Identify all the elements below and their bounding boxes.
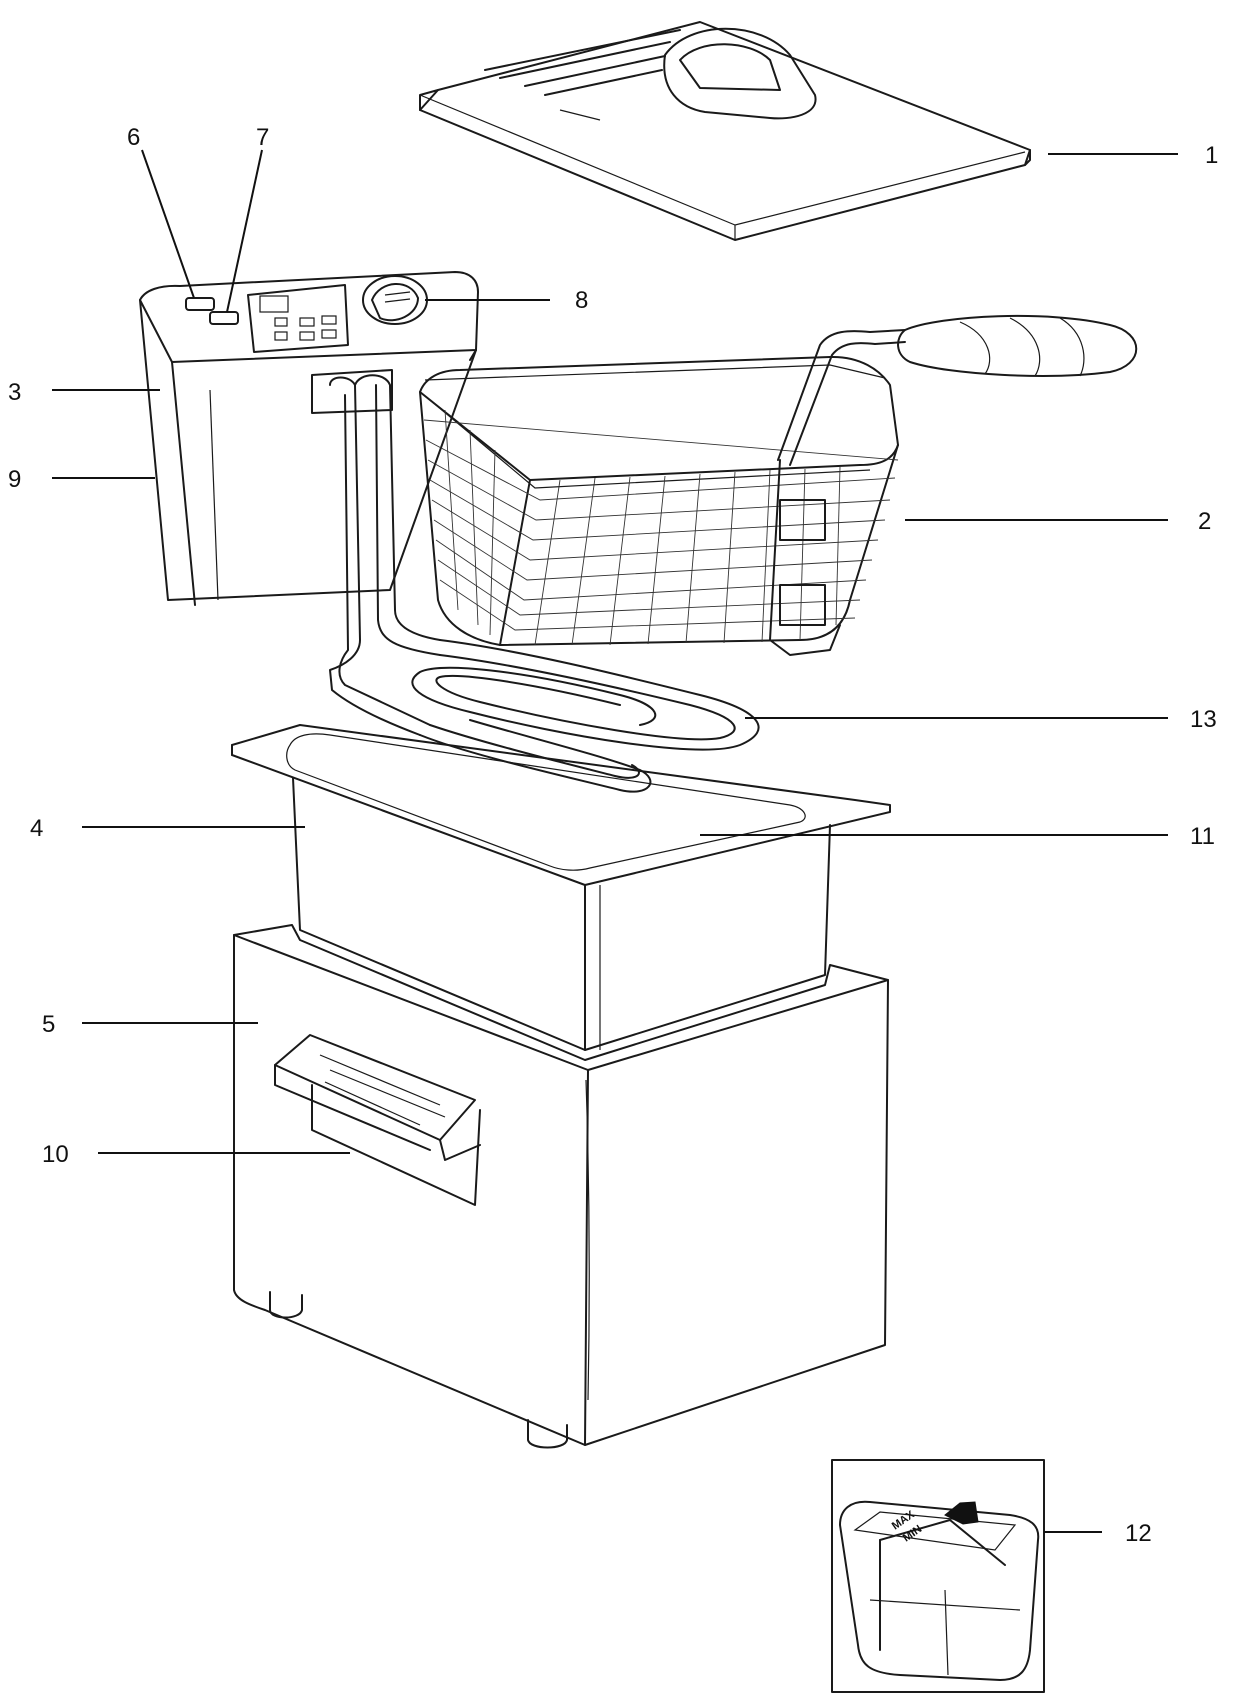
label-3: 3 bbox=[8, 379, 21, 406]
label-7: 7 bbox=[256, 124, 269, 151]
label-12: 12 bbox=[1125, 1520, 1152, 1547]
housing bbox=[233, 924, 889, 1449]
leader-7 bbox=[226, 149, 263, 313]
frying-basket bbox=[419, 314, 1138, 656]
label-10: 10 bbox=[42, 1141, 69, 1168]
label-13: 13 bbox=[1190, 706, 1217, 733]
control-box bbox=[139, 271, 479, 606]
label-8: 8 bbox=[575, 287, 588, 314]
label-2: 2 bbox=[1198, 508, 1211, 535]
label-1: 1 bbox=[1205, 142, 1218, 169]
label-6: 6 bbox=[127, 124, 140, 151]
label-11: 11 bbox=[1190, 823, 1215, 850]
oil-tank bbox=[231, 724, 891, 1051]
leader-6 bbox=[141, 149, 195, 299]
max-min-inset: MAX MIN bbox=[831, 1459, 1045, 1693]
label-9: 9 bbox=[8, 466, 21, 493]
label-4: 4 bbox=[30, 815, 43, 842]
heating-element bbox=[329, 374, 760, 793]
lid bbox=[419, 21, 1031, 241]
label-5: 5 bbox=[42, 1011, 55, 1038]
